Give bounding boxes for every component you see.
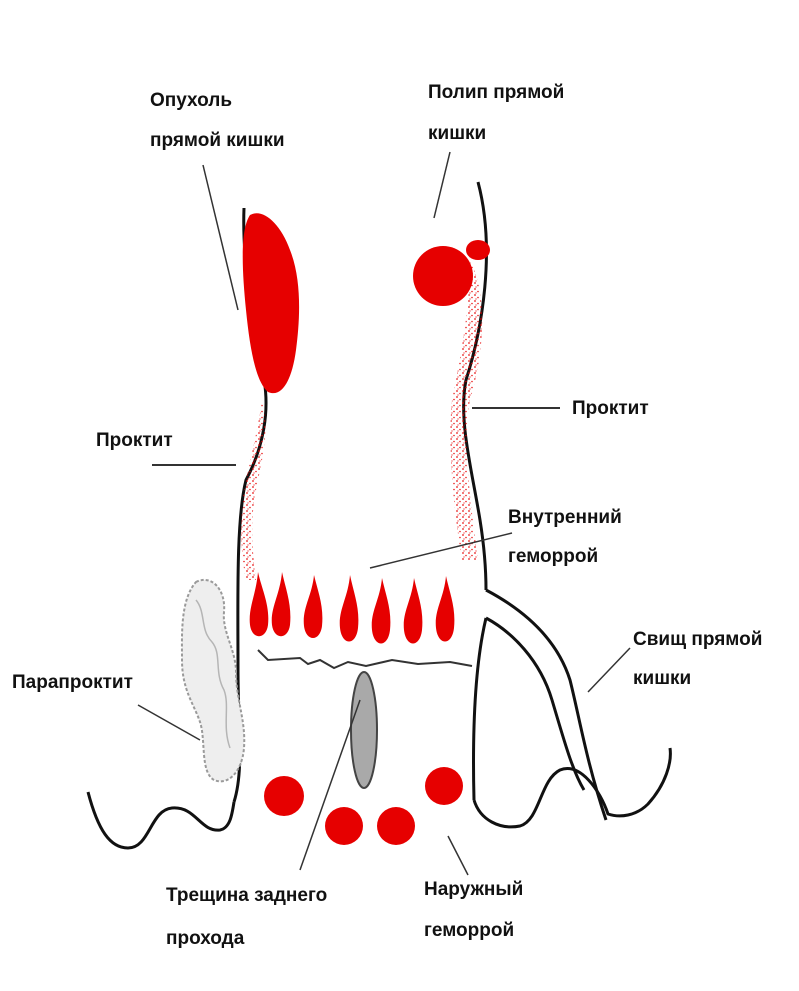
internal-hemorrhoid — [304, 575, 323, 638]
perianal-skin-left — [88, 792, 234, 848]
tumor-leader-line — [203, 165, 238, 310]
paraproctitis-leader-line — [138, 705, 200, 740]
internal-hemorrhoid — [436, 576, 455, 642]
proctitis-left-label: Проктит — [96, 430, 173, 451]
anal-fissure — [351, 672, 377, 788]
fistula-leader-line — [588, 648, 630, 692]
fistula-tract-inner — [486, 618, 584, 790]
internal-hemorrhoids-group — [250, 572, 455, 644]
fissure-leader-line — [300, 700, 360, 870]
proctitis-speckle-right — [450, 260, 482, 560]
paraproctitis-label: Парапроктит — [12, 672, 133, 693]
polyp-leader-line — [434, 152, 450, 218]
internal-hemorrhoids-label: Внутренний геморрой — [508, 507, 627, 567]
internal-hemorrhoid — [272, 572, 291, 636]
internal-hemorrhoid — [372, 578, 391, 644]
polyp-stalk — [466, 240, 490, 260]
paraproctitis-abscess — [182, 580, 244, 781]
proctitis-right-label: Проктит — [572, 398, 649, 419]
external-hemorrhoid — [264, 776, 304, 816]
right-anal-wall — [474, 618, 487, 800]
external-hemorrhoid — [425, 767, 463, 805]
proctitis-speckle-left — [241, 400, 265, 580]
external-hemorrhoid — [325, 807, 363, 845]
rectal-tumor-mass — [243, 213, 299, 393]
dentate-line — [258, 650, 472, 668]
internal-hemorrhoid — [404, 578, 423, 644]
internal-hemorrhoid — [250, 572, 269, 636]
external-hemorrhoids-label: Наружный геморрой — [424, 879, 529, 941]
internal-hemorrhoids-leader-line — [370, 533, 512, 568]
rectal-polyp — [413, 246, 473, 306]
tumor-label: Опухоль прямой кишки — [150, 90, 285, 151]
external-hemorrhoid — [377, 807, 415, 845]
fistula-label: Свищ прямой кишки — [633, 629, 768, 689]
external-hemorrhoids-leader-line — [448, 836, 468, 875]
fissure-label: Трещина заднего прохода — [166, 885, 333, 949]
perianal-skin-right — [474, 748, 670, 827]
polyp-label: Полип прямой кишки — [428, 82, 570, 144]
internal-hemorrhoid — [340, 575, 359, 642]
